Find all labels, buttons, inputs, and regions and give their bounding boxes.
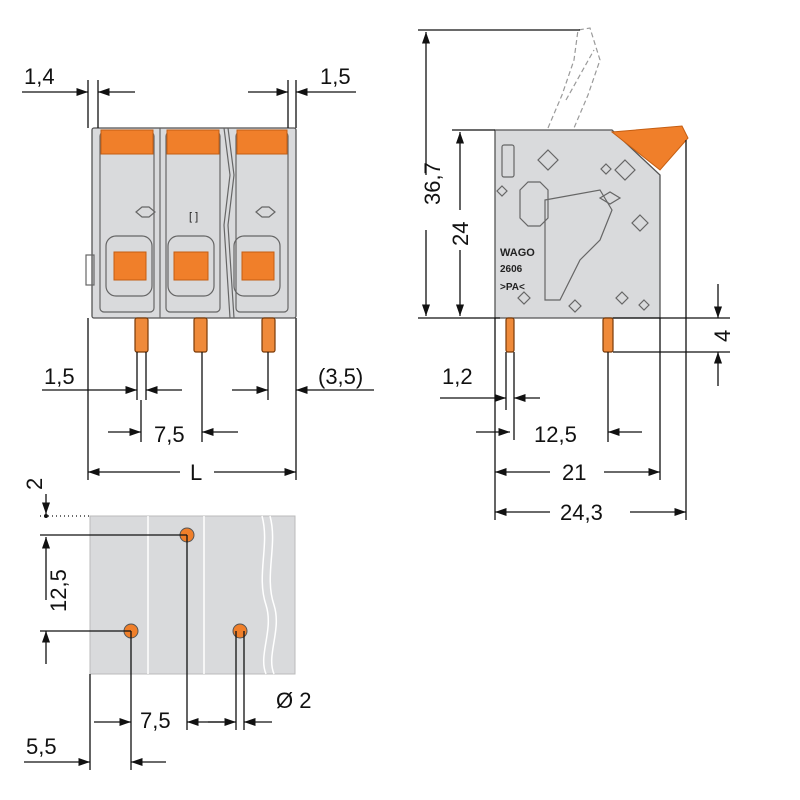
- front-entry-2: [167, 235, 215, 297]
- dim-front-pin-width: 1,5: [44, 364, 75, 389]
- side-diamond-top: [614, 159, 636, 181]
- side-diamond-large: [537, 149, 559, 171]
- dim-side-pin-spacing: 12,5: [534, 422, 577, 447]
- front-pin-1: [134, 317, 149, 353]
- side-pin-right: [602, 317, 614, 353]
- side-pin-left: [505, 317, 515, 353]
- dim-front-length: L: [190, 460, 202, 485]
- side-slot: [501, 144, 515, 178]
- front-housing: [91, 127, 297, 319]
- dim-pcb-hole-diameter: Ø 2: [276, 688, 311, 713]
- dim-pcb-row-spacing: 12,5: [46, 569, 71, 612]
- side-diamond-mid: [598, 191, 622, 205]
- side-actuator: [610, 125, 689, 171]
- dim-side-total-height: 36,7: [420, 162, 445, 205]
- front-entry-3: [233, 235, 281, 297]
- front-actuator-3: [236, 129, 288, 155]
- front-side-tab: [85, 254, 95, 286]
- pcb-hole-bottom-right: [232, 623, 248, 639]
- side-actuator-ghost-line: [565, 49, 595, 101]
- pcb-footprint: [89, 515, 296, 675]
- dim-side-pin-width: 1,2: [442, 364, 473, 389]
- front-clamp-window-3: [241, 251, 275, 281]
- dim-pcb-top-offset: 2: [22, 478, 47, 490]
- side-diamond-right: [631, 214, 649, 232]
- side-view-dimensions: 36,7 24 4 1,2 12,5 21 24,3: [418, 29, 735, 525]
- front-divider-2b: [223, 127, 231, 319]
- front-entry-1: [105, 235, 153, 297]
- front-clamp-window-1: [113, 251, 147, 281]
- side-part-number: 2606: [500, 264, 523, 275]
- side-brand-mark: WAGO: [500, 247, 535, 259]
- front-pin-2: [193, 317, 208, 353]
- side-clamp-body: [519, 181, 549, 227]
- dim-pcb-edge-offset: 5,5: [26, 734, 57, 759]
- dim-front-offset: (3,5): [318, 364, 363, 389]
- side-actuator-open-ghost: [547, 27, 601, 129]
- dim-side-width: 21: [562, 460, 586, 485]
- front-view: [ ]: [85, 127, 297, 353]
- front-actuator-2: [166, 129, 220, 155]
- side-view: WAGO 2606 >PA<: [494, 27, 689, 353]
- dim-front-left-gap: 1,4: [24, 64, 55, 89]
- front-pin-3: [261, 317, 276, 353]
- front-hex-mark-3: [255, 206, 276, 218]
- front-clamp-window-2: [173, 251, 209, 281]
- side-material-mark: >PA<: [500, 282, 525, 293]
- side-spring: [544, 189, 613, 301]
- side-diamond-bottom-2: [568, 299, 582, 313]
- dim-pcb-pitch: 7,5: [140, 708, 171, 733]
- pcb-dimensions: 2 12,5 7,5 Ø 2 5,5: [22, 478, 311, 770]
- front-view-dimensions: 1,4 1,5 1,5 (3,5) 7,5 L: [22, 64, 374, 485]
- front-divider-2: [227, 127, 235, 319]
- dim-front-right-gap: 1,5: [320, 64, 351, 89]
- dim-front-pitch: 7,5: [154, 422, 185, 447]
- side-diamond-bottom-3: [615, 291, 629, 305]
- front-hex-mark-1: [135, 206, 156, 218]
- dim-side-body-height: 24: [448, 222, 473, 246]
- pcb-layout: [89, 515, 296, 675]
- side-housing: [494, 129, 661, 319]
- dim-side-pin-length: 4: [710, 330, 735, 342]
- side-diamond-bottom-4: [638, 299, 650, 311]
- dim-side-total-width: 24,3: [560, 500, 603, 525]
- front-actuator-1: [100, 129, 154, 155]
- side-diamond-bottom-1: [517, 291, 531, 305]
- side-diamond-small-1: [600, 163, 612, 175]
- front-small-mark: [ ]: [189, 211, 198, 223]
- side-diamond-small-2: [496, 185, 508, 197]
